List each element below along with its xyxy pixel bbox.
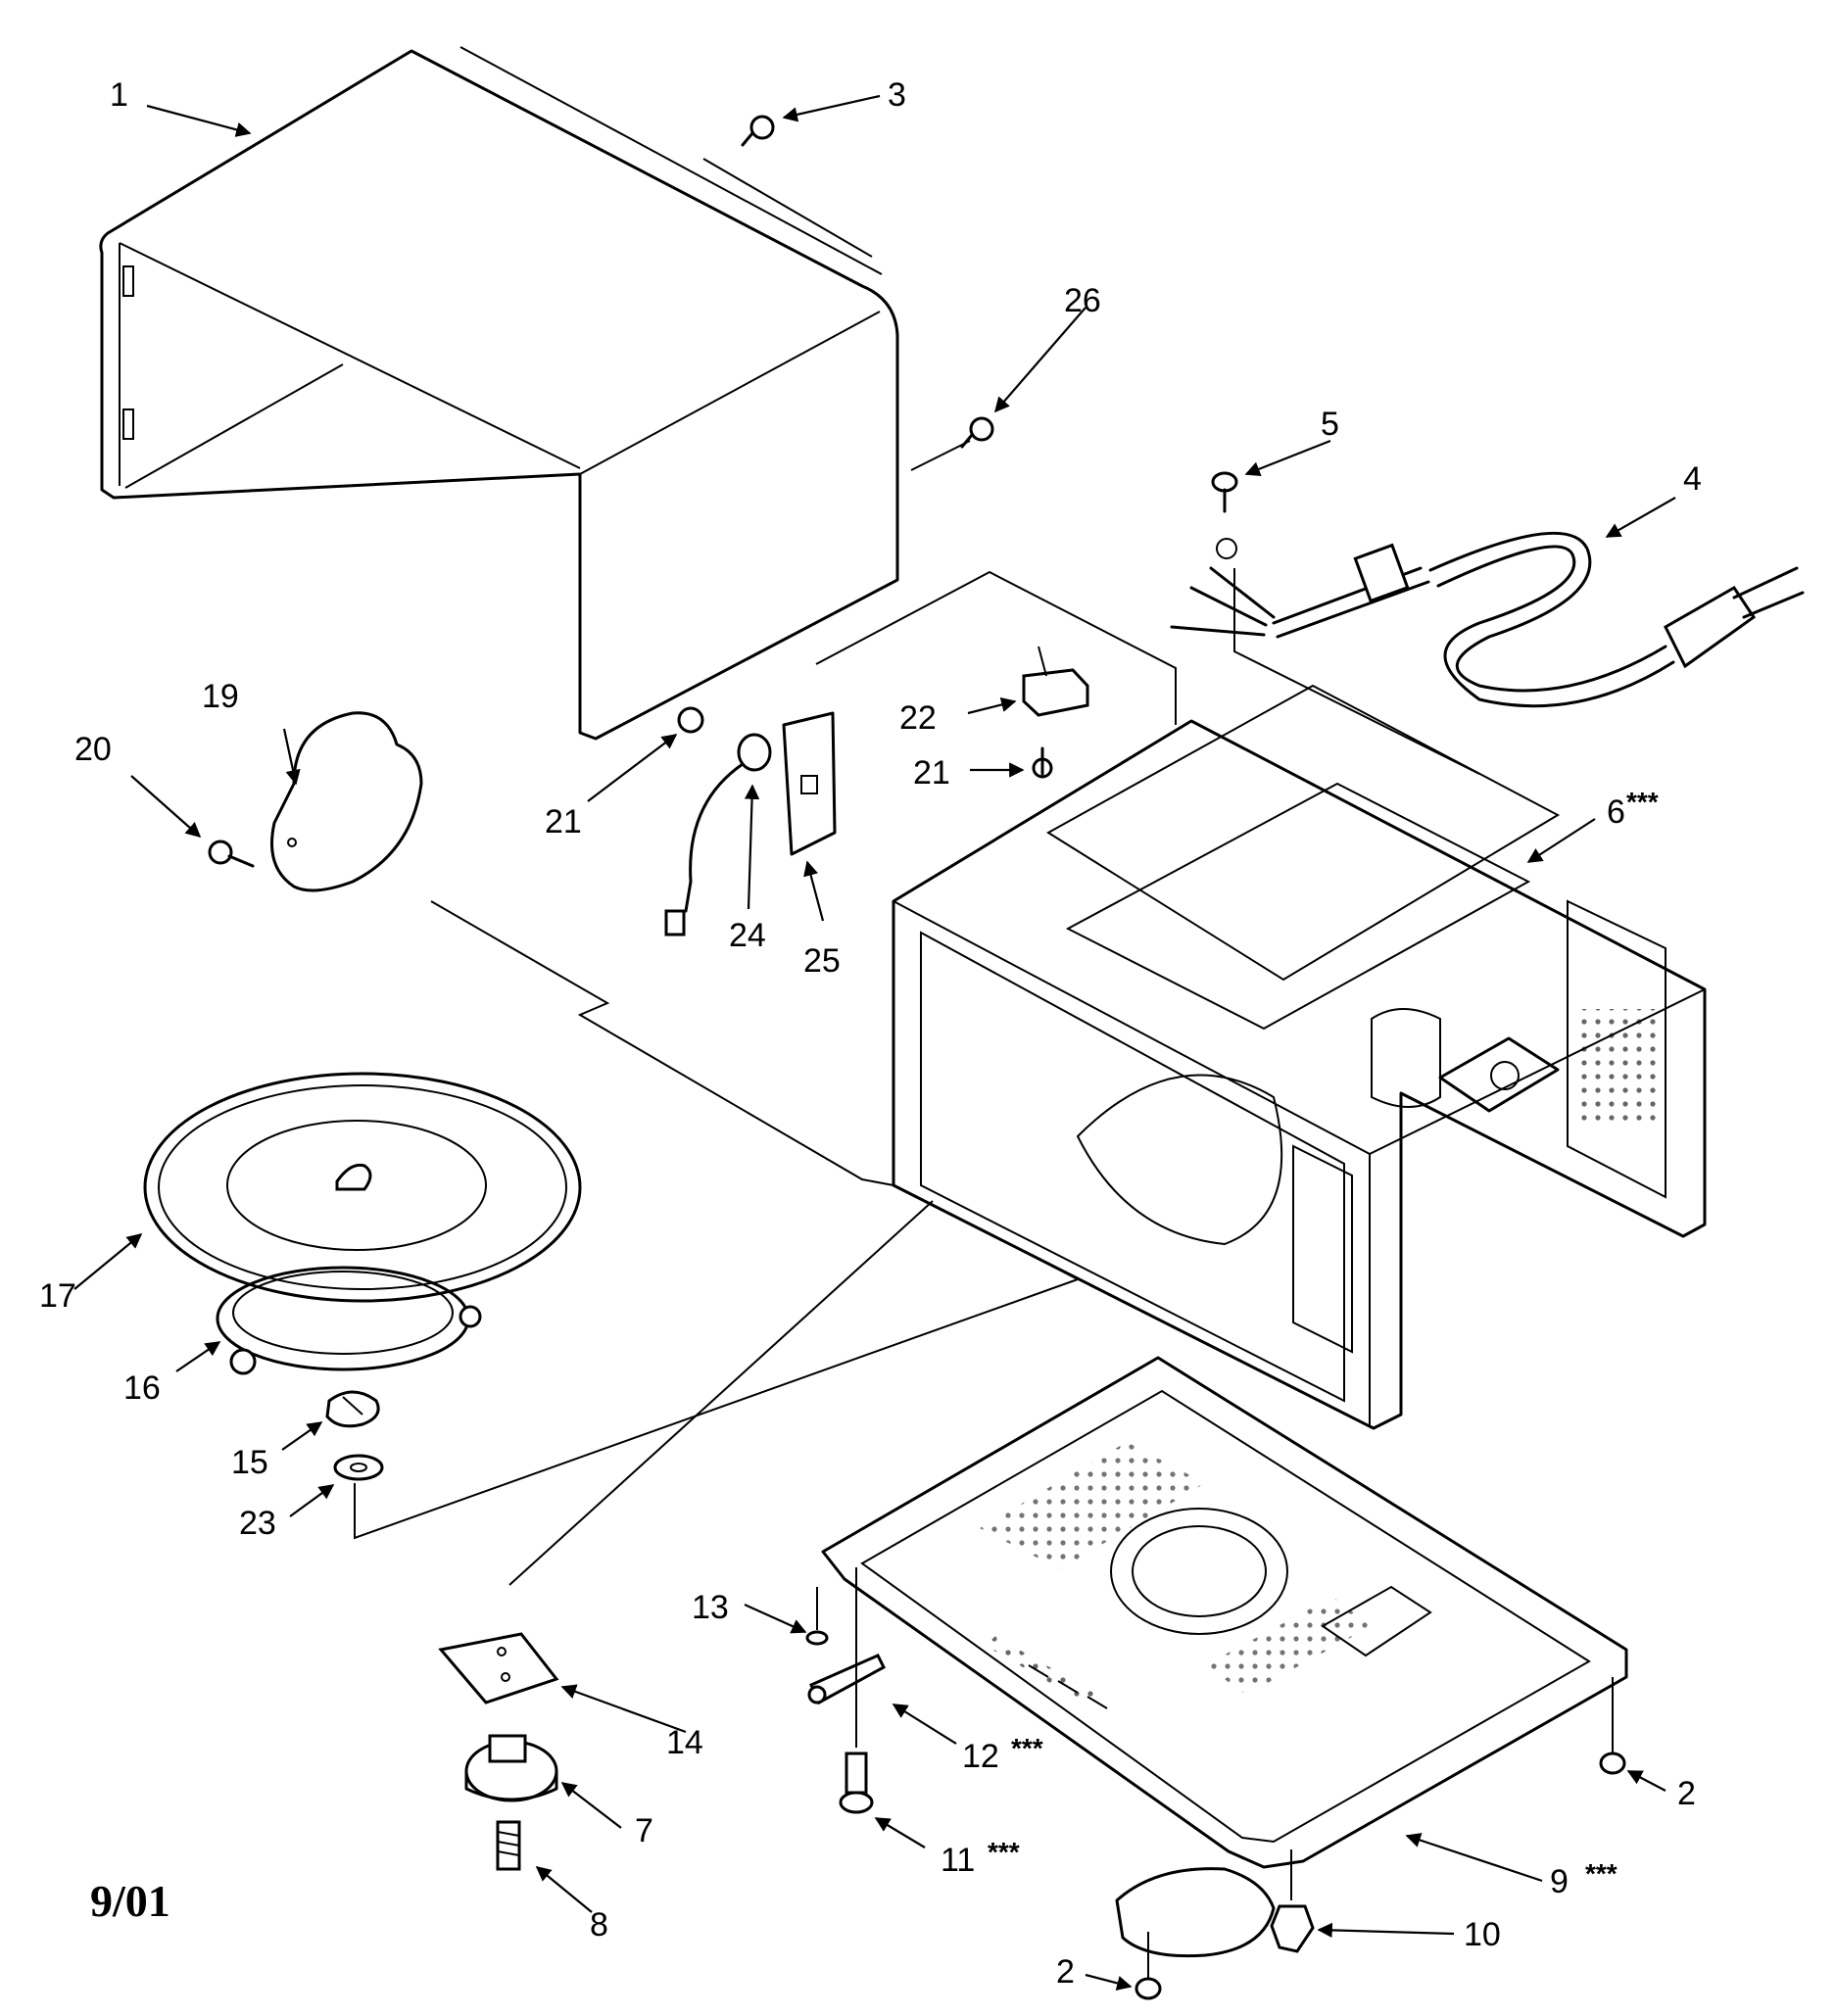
screw-8: [496, 1820, 521, 1871]
bracket-12: [807, 1654, 886, 1705]
callout-5: 5: [1321, 406, 1339, 443]
callout-2-bottom: 2: [1056, 1953, 1075, 1991]
washer-23: [333, 1454, 384, 1481]
cavity-chassis-6: [892, 684, 1707, 1430]
callout-13: 13: [692, 1589, 729, 1626]
callout-4: 4: [1683, 460, 1702, 498]
motor-line: [508, 1200, 1079, 1586]
callout-12: 12: [962, 1738, 999, 1775]
turntable-motor-7: [464, 1734, 558, 1802]
callout-labels: 1 2 2 3 4 5 6 *** 7 8 9 *** 10 11 *** 12…: [39, 76, 1702, 1991]
washer-13: [805, 1630, 829, 1646]
callout-21-left: 21: [545, 803, 582, 840]
callout-17: 17: [39, 1277, 76, 1315]
waveguide-cover-19: [270, 711, 423, 892]
screw-2a: [1599, 1677, 1626, 1775]
callout-21-right: 21: [913, 754, 950, 792]
callout-25: 25: [803, 942, 841, 980]
outer-cabinet: [99, 46, 899, 741]
callout-8: 8: [590, 1906, 608, 1944]
callout-11-stars: ***: [988, 1837, 1020, 1867]
callout-24: 24: [729, 917, 766, 954]
callout-23: 23: [239, 1505, 276, 1542]
screw-5: [1211, 471, 1238, 559]
foot-10: [1270, 1904, 1315, 1953]
screw-11: [839, 1752, 874, 1814]
callout-16: 16: [123, 1369, 161, 1407]
screw-line: [910, 440, 971, 471]
callout-6-stars: ***: [1626, 787, 1659, 817]
cabinet-edge-line: [702, 158, 873, 258]
switch-22: [1022, 646, 1089, 717]
gasket-ring: [1115, 1867, 1276, 1958]
switch-bracket-25: [782, 711, 837, 856]
callout-26: 26: [1064, 282, 1101, 319]
glass-tray-17: [143, 1072, 582, 1303]
callout-7: 7: [635, 1812, 653, 1849]
callout-6: 6: [1607, 793, 1625, 831]
callout-19: 19: [202, 678, 239, 715]
callout-22: 22: [899, 699, 937, 737]
power-cord-4: [1170, 531, 1805, 708]
lamp-socket-24: [664, 706, 772, 936]
cord-line: [1233, 568, 1480, 775]
callout-9-stars: ***: [1585, 1858, 1618, 1889]
callout-12-stars: ***: [1011, 1733, 1043, 1763]
roller-ring-16: [216, 1266, 482, 1375]
callout-3: 3: [888, 76, 906, 114]
screw-21b: [1032, 746, 1053, 779]
callout-2-right: 2: [1677, 1775, 1696, 1812]
callout-1: 1: [110, 76, 128, 114]
assembly-line: [815, 570, 1177, 725]
motor-bracket-14: [438, 1632, 559, 1704]
screw-3: [741, 115, 775, 147]
date-code: 9/01: [90, 1876, 170, 1926]
callout-20: 20: [74, 731, 112, 768]
coupler-15: [325, 1390, 380, 1428]
screw-2b: [1135, 1932, 1162, 2000]
base-plate-9: [821, 1356, 1628, 1869]
callout-9: 9: [1550, 1863, 1569, 1900]
callout-15: 15: [231, 1444, 268, 1481]
cover-line: [430, 900, 894, 1186]
callout-11: 11: [941, 1842, 975, 1879]
callout-14: 14: [666, 1724, 703, 1761]
callout-10: 10: [1464, 1916, 1501, 1953]
leader-lines: [73, 94, 1676, 1991]
tray-line: [354, 1278, 1079, 1540]
screw-20: [208, 840, 255, 868]
